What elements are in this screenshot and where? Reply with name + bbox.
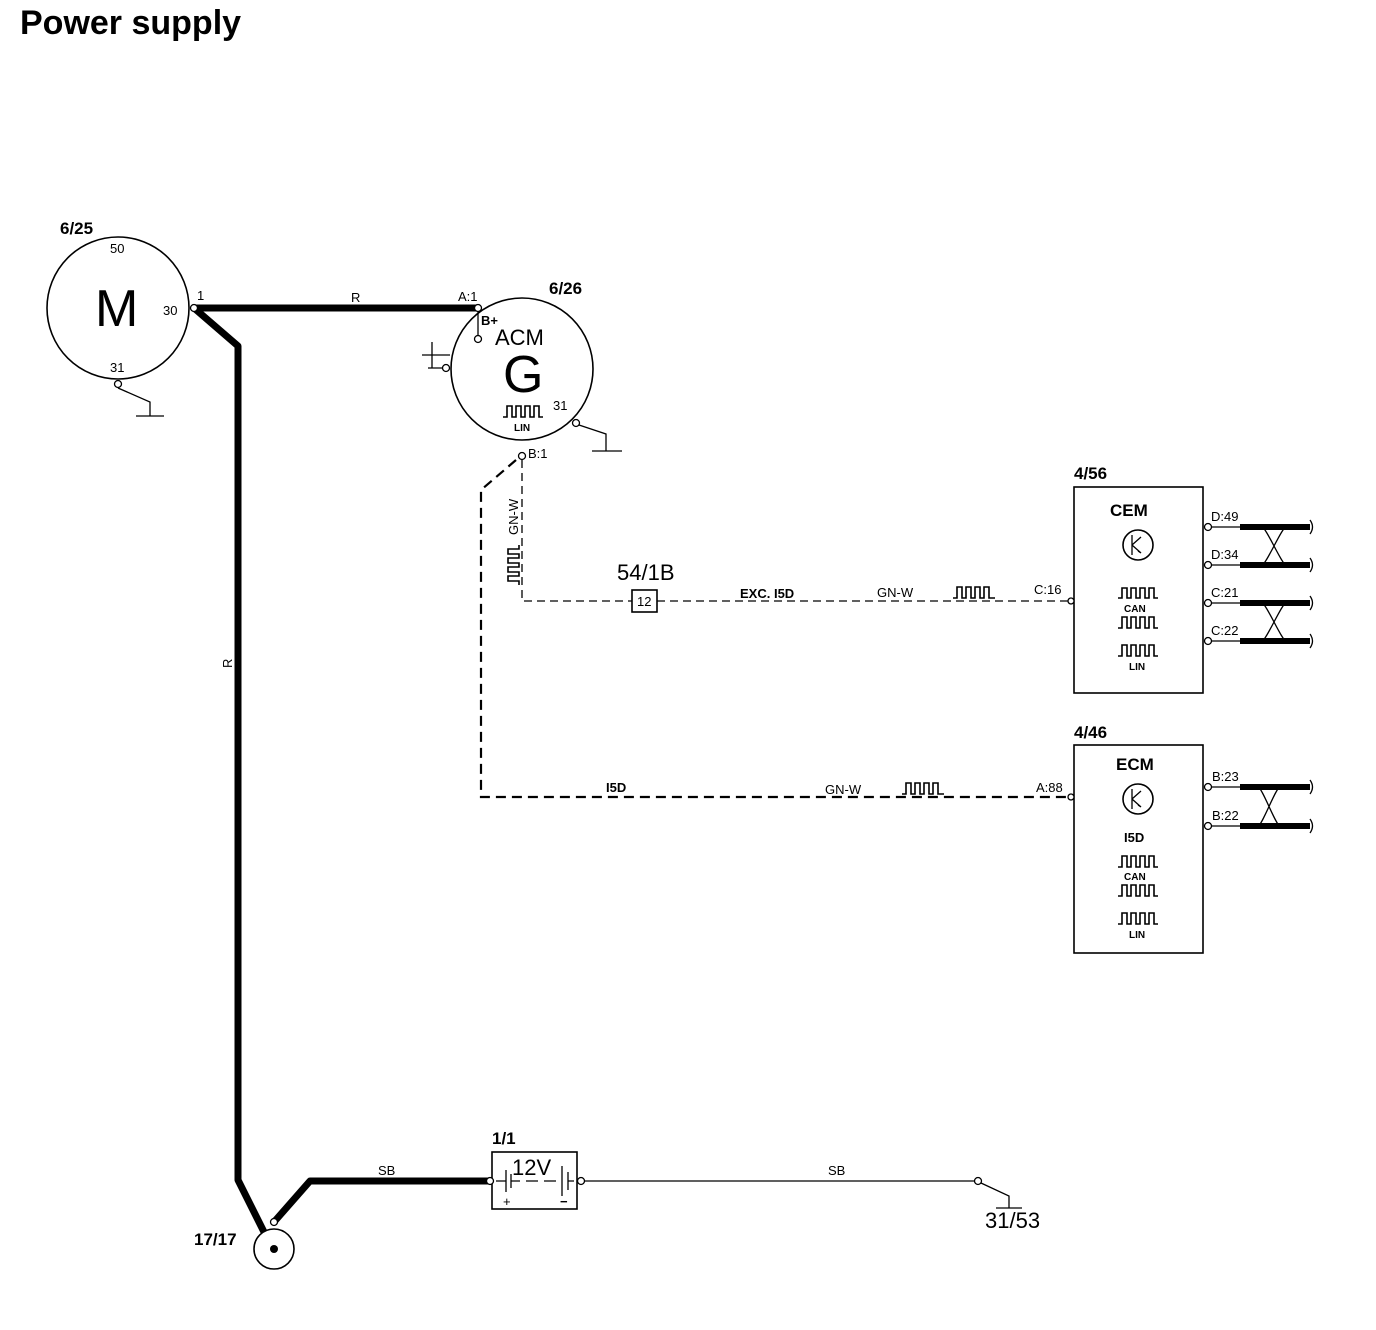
wire-gnw-i5d-label: GN-W <box>825 782 862 797</box>
cem-transistor-icon <box>1131 535 1142 555</box>
starter-symbol: M <box>95 280 138 338</box>
cem-twist-icon <box>1261 526 1287 642</box>
cem-can-signal-icon <box>1118 587 1158 599</box>
starter-motor: 6/25 50 M 30 31 1 <box>46 219 204 417</box>
cem-pin-c21: C:21 <box>1211 585 1238 600</box>
battery-cell-icon <box>496 1166 574 1196</box>
wire-exc-i5d-label: EXC. I5D <box>740 586 794 601</box>
wire-r-top-label: R <box>351 290 360 305</box>
alternator-pin-31: 31 <box>553 398 567 413</box>
cem-lin-signal-icon <box>1118 644 1158 657</box>
cem-ref: 4/56 <box>1074 464 1107 483</box>
ecm-name: ECM <box>1116 755 1154 774</box>
cem-module: 4/56 CEM CAN LIN D:49 D:34 C:21 C:22 C:1… <box>1034 464 1314 694</box>
page-title: Power supply <box>20 4 241 42</box>
starter-pin-50: 50 <box>110 241 124 256</box>
ground-31-53: 31/53 <box>973 1176 1040 1233</box>
battery-voltage: 12V <box>512 1155 551 1180</box>
wire-i5d <box>479 459 1070 799</box>
ecm-lin-label: LIN <box>1129 930 1145 941</box>
starter-pin-31: 31 <box>110 360 124 375</box>
battery: 1/1 12V + − <box>485 1129 586 1210</box>
wire-sb-left <box>270 1177 494 1226</box>
cem-can-label: CAN <box>1124 604 1146 615</box>
cem-pin-c22: C:22 <box>1211 623 1238 638</box>
ecm-ref: 4/46 <box>1074 723 1107 742</box>
starter-pin-1: 1 <box>197 288 204 303</box>
alternator-name: ACM <box>495 325 544 350</box>
starter-ref: 6/25 <box>60 219 93 238</box>
starter-ground-icon <box>117 387 164 417</box>
ground-icon <box>980 1182 1022 1209</box>
starter-pin-30: 30 <box>163 303 177 318</box>
alternator-pin-a1: A:1 <box>458 289 478 304</box>
wire-sb-left-label: SB <box>378 1163 395 1178</box>
cem-name: CEM <box>1110 501 1148 520</box>
ecm-can-signal-icon <box>1118 855 1158 868</box>
alternator-lin-signal-icon <box>503 405 543 418</box>
wire-r <box>190 304 482 1256</box>
alternator-pin-b1: B:1 <box>528 446 548 461</box>
cem-lin-label: LIN <box>1129 662 1145 673</box>
ecm-transistor-icon <box>1131 789 1142 809</box>
connector-pin: 12 <box>637 594 651 609</box>
exc-signal-icon <box>953 586 995 599</box>
ecm-twist-icon <box>1257 786 1281 827</box>
ecm-pin-b22: B:22 <box>1212 808 1239 823</box>
wire-sb-right-label: SB <box>828 1163 845 1178</box>
connector-ref: 54/1B <box>617 560 675 585</box>
ecm-lin-signal-icon <box>1118 912 1158 925</box>
ground-point: 17/17 <box>194 1217 295 1270</box>
wire-exc-i5d <box>521 460 1070 602</box>
ecm-pin-b23: B:23 <box>1212 769 1239 784</box>
ecm-pin-a88: A:88 <box>1036 780 1063 795</box>
alternator-terminal-icon <box>422 342 450 369</box>
cem-pin-c16: C:16 <box>1034 582 1061 597</box>
connector-54-1b: 54/1B 12 <box>617 560 675 613</box>
wire-gnw-exc-label: GN-W <box>877 585 914 600</box>
wire-i5d-label: I5D <box>606 780 626 795</box>
alternator-ground-icon <box>578 424 622 452</box>
alternator: 6/26 A:1 B+ ACM G 31 LIN B:1 <box>422 279 622 461</box>
ground-ref: 31/53 <box>985 1208 1040 1233</box>
alternator-pin-bplus: B+ <box>481 313 498 328</box>
battery-ref: 1/1 <box>492 1129 516 1148</box>
vertical-signal-icon <box>507 545 520 585</box>
cem-pin-d34: D:34 <box>1211 547 1238 562</box>
alternator-ref: 6/26 <box>549 279 582 298</box>
cem-pin-d49: D:49 <box>1211 509 1238 524</box>
battery-minus: − <box>560 1194 568 1209</box>
alternator-lin-label: LIN <box>514 423 530 434</box>
ecm-i5d-label: I5D <box>1124 830 1144 845</box>
ecm-can-label: CAN <box>1124 872 1146 883</box>
wire-r-vert-label: R <box>220 659 235 668</box>
alternator-symbol: G <box>503 346 543 404</box>
ground-point-ref: 17/17 <box>194 1230 237 1249</box>
ecm-module: 4/46 ECM I5D CAN LIN B:23 B:22 A:88 <box>1036 723 1314 954</box>
wire-gnw-vert-label: GN-W <box>506 498 521 535</box>
i5d-signal-icon <box>902 782 944 795</box>
battery-plus: + <box>503 1194 511 1209</box>
